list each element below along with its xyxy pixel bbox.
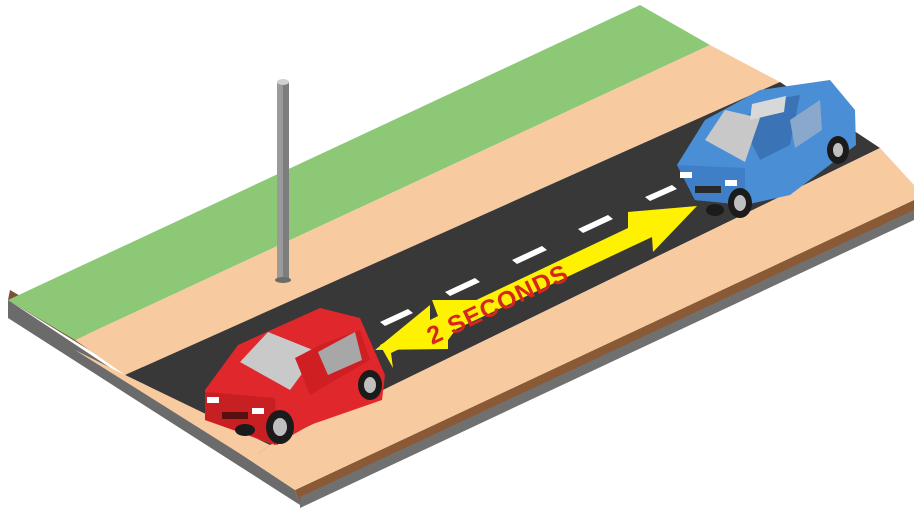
street-pole-icon: [275, 79, 291, 283]
